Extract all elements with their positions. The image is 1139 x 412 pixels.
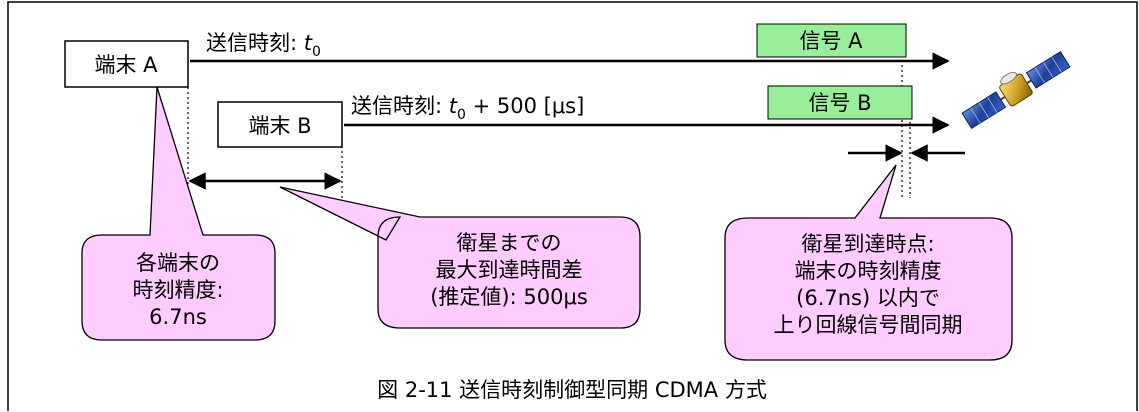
callout-accuracy-line-2: 時刻精度: xyxy=(132,278,223,302)
callout-max-delay-line-1: 衛星までの xyxy=(457,231,562,255)
callout-arrival: 衛星到達時点: 端末の時刻精度 (6.7ns) 以内で 上り回線信号間同期 xyxy=(724,164,1013,361)
terminal-b-box xyxy=(217,101,343,148)
callout-accuracy: 各端末の 時刻精度: 6.7ns xyxy=(81,86,276,341)
callout-accuracy-line-1: 各端末の xyxy=(136,251,220,275)
figure-caption: 図 2-11 送信時刻制御型同期 CDMA 方式 xyxy=(377,378,767,402)
signal-b-box xyxy=(767,85,913,120)
callout-max-delay-line-3: (推定値): 500μs xyxy=(430,285,588,309)
callout-max-delay-line-2: 最大到達時間差 xyxy=(436,258,583,282)
diagram-frame xyxy=(7,1,1138,411)
callout-max-delay-bubble xyxy=(279,186,641,329)
callout-accuracy-line-3: 6.7ns xyxy=(149,305,207,329)
callout-arrival-bubble xyxy=(724,164,1013,361)
terminal-b: 端末 B xyxy=(217,101,343,148)
signal-b-label: 信号 B xyxy=(808,91,871,115)
terminal-a-box xyxy=(64,40,189,88)
terminal-b-label: 端末 B xyxy=(248,114,311,138)
callout-max-delay: 衛星までの 最大到達時間差 (推定値): 500μs xyxy=(279,186,641,329)
callout-arrival-line-1: 衛星到達時点: xyxy=(801,232,934,256)
terminal-b-tx-time: 送信時刻: t0 + 500 [μs] xyxy=(351,94,584,123)
terminal-a-tx-time: 送信時刻: t0 xyxy=(206,31,321,60)
callout-arrival-line-2: 端末の時刻精度 xyxy=(795,259,942,283)
callout-arrival-line-3: (6.7ns) 以内で xyxy=(796,286,940,310)
terminal-a-label: 端末 A xyxy=(94,53,158,77)
satellite-icon xyxy=(961,50,1071,130)
callout-accuracy-bubble xyxy=(81,86,276,341)
dotted-guides xyxy=(187,30,911,198)
signal-a-box xyxy=(756,23,907,58)
callout-arrival-line-4: 上り回線信号間同期 xyxy=(774,313,963,337)
signal-b: 信号 B xyxy=(767,85,913,120)
terminal-a: 端末 A xyxy=(64,40,189,88)
signal-a-label: 信号 A xyxy=(799,29,863,53)
signal-a: 信号 A xyxy=(756,23,907,58)
